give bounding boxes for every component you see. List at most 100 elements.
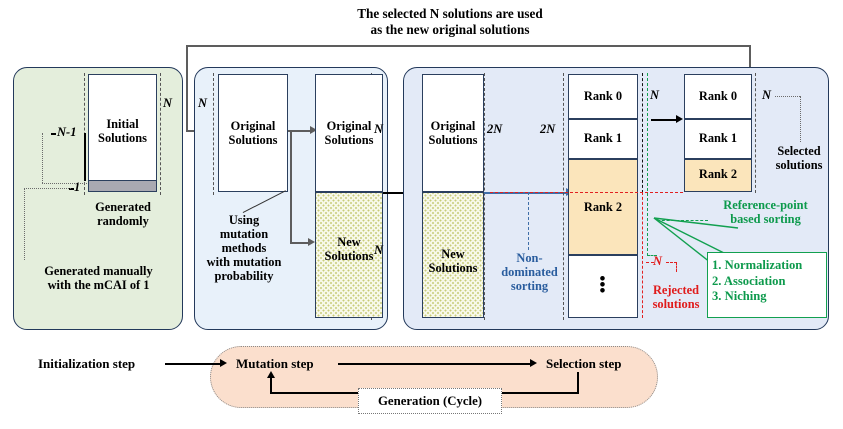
refpoint-caption: Reference-point based sorting [703, 198, 828, 226]
refpoint-steps-box: 1. Normalization 2. Association 3. Nichi… [707, 252, 827, 318]
original-solutions-box-1 [218, 74, 288, 192]
figure-title: The selected N solutions are used as the… [270, 6, 630, 38]
sel-sorted-in-tag-2N: 2N [540, 122, 556, 136]
mut-new-tag-N: N [374, 243, 384, 257]
nondominated-sorting-caption: Non- dominated sorting [492, 251, 567, 293]
init-note-random: Generated randomly [68, 200, 178, 228]
rejected-solutions-caption: Rejected solutions [636, 283, 716, 311]
flow-loop-head [266, 371, 275, 378]
selected-leader-horizontal [775, 96, 800, 97]
sorted-rank-0 [568, 74, 638, 119]
figure-title-line2: as the new original solutions [370, 22, 530, 37]
sorted-tag-N: N [650, 88, 660, 102]
selected-tag-N: N [762, 88, 772, 102]
mut-in-tag-N: N [198, 96, 208, 110]
flow-mutation-step: Mutation step [236, 356, 314, 371]
rejected-tag-N: N [653, 254, 663, 268]
mutation-branch-head [308, 238, 315, 246]
init-note-random-line2: randomly [97, 214, 149, 228]
init-tag-1: 1 [74, 180, 81, 194]
selected-rank-2 [684, 159, 752, 192]
refpoint-region-left [647, 73, 648, 256]
mutation-note-line3: methods [221, 241, 267, 255]
init-leader-random-vertical [42, 133, 43, 183]
refpoint-region-bottom [647, 255, 657, 256]
selected-line1: Selected [777, 144, 821, 158]
combined-new-line1: New [441, 247, 465, 261]
arrow-mutation-to-selection-line [383, 192, 418, 194]
original-solutions-2-label: Original Solutions [315, 119, 383, 147]
mutation-branch-horizontal [290, 242, 308, 244]
rejected-region-marker [642, 192, 643, 318]
new-solutions-mutation-line1: New [337, 235, 361, 249]
combined-original-label: Original Solutions [422, 119, 484, 147]
combined-new-solutions-box [422, 192, 484, 318]
refpoint-step-3: 3. Niching [712, 289, 767, 303]
init-bracket-n-minus-1 [84, 133, 86, 181]
selected-leader-vertical [800, 96, 801, 142]
new-solutions-mutation-label: New Solutions [315, 235, 383, 263]
sel-combined-bracket-right [484, 73, 485, 320]
init-tick-1 [69, 188, 74, 190]
sorted-split-black [642, 73, 643, 193]
rejected-tag-bracket-right [676, 262, 677, 272]
sorted-rank-1 [568, 119, 638, 159]
init-leader-random-horizontal [42, 183, 87, 184]
init-note-random-line1: Generated [95, 200, 151, 214]
refpoint-line2: based sorting [730, 212, 801, 226]
init-bracket-right [160, 73, 161, 195]
new-solutions-mutation-line2: Solutions [324, 248, 374, 263]
combined-original-solutions-box [422, 74, 484, 192]
arrow-orig-to-orig2-head [310, 126, 317, 134]
nondominated-line1: Non- [516, 251, 543, 265]
selected-rank-0-label: Rank 0 [698, 89, 738, 103]
flow-arrow-init-line [165, 363, 220, 365]
sorted-overflow-dots: ••• [599, 269, 607, 300]
init-note-manual-line2: with the mCAI of 1 [47, 278, 150, 292]
init-tick-n-minus-1 [51, 133, 56, 135]
initial-solutions-label-line1: Initial [106, 117, 139, 131]
selected-line2: solutions [775, 158, 823, 172]
original-solutions-2-line1: Original [326, 119, 372, 133]
refpoint-line1: Reference-point [723, 198, 808, 212]
arrow-orig-to-orig2-line [288, 130, 310, 132]
sorted-rank-2 [568, 159, 638, 255]
initial-solutions-label: Initial Solutions [88, 117, 157, 145]
mut-orig-bracket-left [213, 73, 214, 195]
selected-bracket-right [755, 73, 756, 193]
selected-rank-2-label: Rank 2 [698, 167, 738, 181]
figure-title-line1: The selected N solutions are used [357, 6, 543, 21]
sorted-rank-1-label: Rank 1 [583, 131, 623, 145]
flow-loop-left [270, 378, 272, 393]
mutation-branch-vertical [290, 130, 292, 243]
refpoint-step-2: 2. Association [712, 273, 786, 288]
mutation-note-line2: mutation [219, 227, 269, 241]
flow-initialization-step: Initialization step [38, 356, 136, 371]
original-solutions-2-line2: Solutions [324, 132, 374, 147]
original-solutions-box-2 [315, 74, 383, 192]
flow-loop-right [577, 372, 579, 394]
flow-arrow-mut-head [530, 359, 537, 367]
rejected-line1: Rejected [652, 283, 700, 297]
mutation-note-line1: Using [228, 213, 260, 227]
init-note-manual: Generated manually with the mCAI of 1 [16, 264, 181, 292]
nondominated-line3: sorting [510, 279, 549, 293]
selected-rank-0 [684, 74, 752, 119]
sorted-cut-line-red [490, 192, 683, 193]
new-solutions-box-mutation [315, 192, 383, 318]
arrow-sorted-to-selected-line [651, 119, 676, 121]
refpoint-caption-leader [657, 220, 708, 221]
init-leader-manual-horizontal [24, 188, 71, 189]
combined-new-line2: Solutions [428, 260, 478, 275]
init-tag-N: N [163, 96, 173, 110]
selected-rank-1 [684, 119, 752, 159]
sel-combined-tag-2N: 2N [487, 122, 503, 136]
init-note-manual-line1: Generated manually [44, 264, 153, 278]
mutation-note-line5: probability [214, 269, 274, 283]
rejected-line2: solutions [652, 297, 700, 311]
original-solutions-1-label: Original Solutions [218, 119, 288, 147]
sorted-rank-0-label: Rank 0 [583, 89, 623, 103]
init-leader-manual-vertical [24, 188, 25, 260]
sorted-overflow [568, 255, 638, 318]
